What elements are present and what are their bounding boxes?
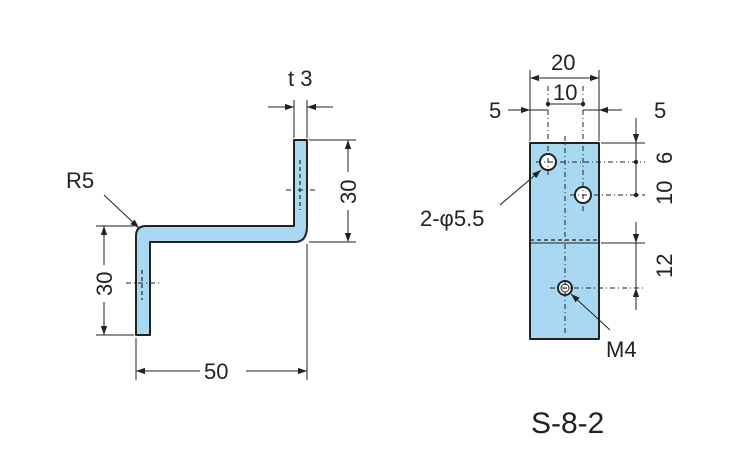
side-view: t 3 R5 30 30 50 — [66, 66, 361, 384]
holes-callout-label: 2-φ5.5 — [420, 206, 484, 231]
pitch-10-dot — [633, 192, 639, 198]
left-height-label: 30 — [92, 272, 117, 296]
lower-offset-label: 12 — [652, 254, 677, 278]
thread-callout-label: M4 — [606, 337, 637, 362]
part-number: S-8-2 — [531, 407, 604, 440]
front-view: 20 10 5 5 6 10 12 2-φ5.5 M4 — [420, 50, 677, 362]
thread-callout-leader — [570, 293, 611, 331]
front-width-label: 20 — [551, 50, 575, 75]
radius-label: R5 — [66, 168, 94, 193]
edge-left-label: 5 — [489, 98, 501, 123]
spacing-dot-left — [545, 101, 551, 107]
bracket-profile — [135, 139, 308, 336]
edge-right-label: 5 — [654, 98, 666, 123]
holes-callout-leader — [499, 169, 542, 206]
hole-offset-label: 6 — [652, 152, 677, 164]
right-height-label: 30 — [336, 180, 361, 204]
radius-leader — [103, 194, 140, 229]
hole-spacing-label: 10 — [553, 80, 577, 105]
width-label: 50 — [204, 359, 228, 384]
thickness-label: t 3 — [288, 66, 312, 91]
spacing-dot-right — [580, 101, 586, 107]
hole-pitch-label: 10 — [652, 181, 677, 205]
